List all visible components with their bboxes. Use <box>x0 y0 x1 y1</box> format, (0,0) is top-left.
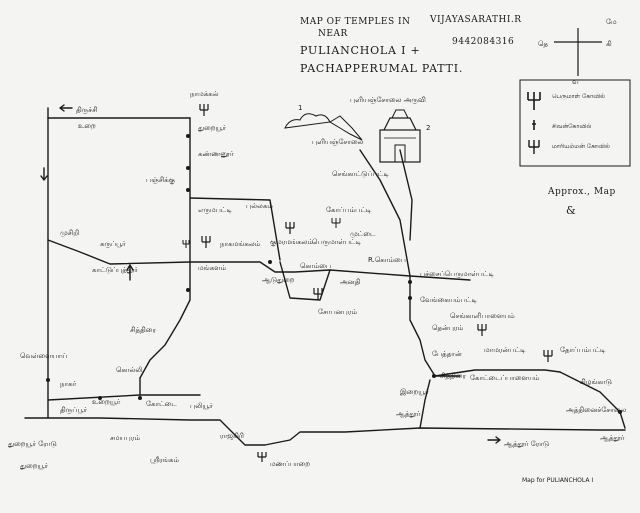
place-muthu: முசிறி <box>60 229 79 237</box>
place-thoppampatti: தோப்பம்பட்டி <box>560 346 606 354</box>
place-sobana: சோபனபுரம் <box>318 308 357 316</box>
title-line3: PULIANCHOLA I + <box>300 44 421 57</box>
legend-label-mariamman: மாரியம்மன் கோவில் <box>552 143 610 150</box>
place-thuraiyur2: துறையூர் <box>20 462 48 470</box>
place-namakkal: நாமக்கல் <box>190 90 219 98</box>
compass-west: தெ <box>538 40 548 48</box>
compass-east-label: கி <box>606 40 612 48</box>
road-east-far <box>559 371 626 429</box>
place-muttay: முட்டை <box>350 230 376 238</box>
road-to-pachaperumal <box>409 275 471 281</box>
place-kolli: கொல்லி <box>116 366 143 374</box>
compass-south-label: வ <box>572 78 579 86</box>
place-athur-road: ஆத்தூர் ரோடு <box>504 440 549 448</box>
road-bottom <box>24 417 626 446</box>
legend-label-sivan: சிவன்கோவில் <box>552 123 591 130</box>
place-kumaramangalam: குமரமங்கலம் <box>270 238 313 248</box>
place-thirappur: திருப்பூர் <box>60 406 87 414</box>
place-kottaippalayam: கோட்டைப்பாளையம் <box>470 374 540 382</box>
place-puliyur: புலியூர் <box>190 402 213 410</box>
place-rajagiri: ராஜகிரி <box>220 432 244 441</box>
road-arrow-left <box>40 167 48 181</box>
place-sithirai: சித்திரை <box>440 372 466 380</box>
place-athinaicorai: அத்தினைச்சோலை <box>566 406 626 414</box>
place-mangalam: மங்களம் <box>198 264 227 272</box>
place-nagamangalam: நாகமங்கலம் <box>220 240 261 248</box>
place-aaduthurai: ஆடுதுறை <box>262 276 295 284</box>
place-eraiyur: இறையூர் <box>400 388 429 396</box>
hill-rocks <box>329 115 363 141</box>
compass-rose <box>554 28 602 76</box>
place-puliyanch-road: புளியஞ்சோலை <box>312 138 364 146</box>
place-erumai: எருமபட்டி <box>198 206 232 214</box>
place-sithirai2: சித்திரை <box>130 326 156 334</box>
title-line4: PACHAPPERUMAL PATTI. <box>300 62 463 75</box>
road-central-vertical <box>139 117 191 379</box>
place-trichy-top: திருச்சி <box>76 106 98 114</box>
legend-note: Approx., Map <box>547 187 616 197</box>
road-arrow-up <box>126 264 134 281</box>
road-top-arrow <box>59 104 73 112</box>
road-to-hill <box>189 197 281 261</box>
place-kottai: கோட்டை <box>146 400 177 408</box>
place-manapparai: மணப்பாறை <box>270 460 310 468</box>
place-thenpuram: தென்புரம் <box>432 324 464 332</box>
compass-east: மே <box>606 18 617 26</box>
legend-sign: & <box>566 204 577 217</box>
place-vellaiyai: வெள்ளையாய் <box>20 352 67 360</box>
place-nagar: நாகர் <box>60 380 77 388</box>
road-hill-diagonal <box>359 149 411 277</box>
road-east-mid <box>189 261 411 277</box>
legend-box <box>519 79 631 167</box>
place-anadhi: அனதி <box>340 278 361 286</box>
place-koppampatti: கோப்பம்பட்டி <box>326 206 372 214</box>
place-athur: ஆத்தூர் <box>396 410 421 418</box>
title-line2: NEAR <box>318 29 348 39</box>
road-east-lower <box>419 379 431 429</box>
place-kombai: கொம்பை <box>300 262 331 270</box>
temple-gopuram-icon <box>379 109 421 163</box>
place-label-1: 1 <box>298 104 302 112</box>
place-puliyancholai-falls: புளியஞ்சோலை அருவி <box>350 96 426 104</box>
road-west-mid <box>47 239 191 265</box>
place-karuppur: கருப்பூர் <box>100 240 126 248</box>
place-kaattup: காட்டுப்புத்தூர் <box>92 266 138 274</box>
place-pullaga: புல்லகம் <box>246 202 273 210</box>
hill-drawing <box>284 113 331 129</box>
place-mamaranpatti: மாமரன்பட்டி <box>484 346 526 354</box>
place-samayapuram: சமயபுரம் <box>110 434 140 442</box>
road-kombai-loop <box>279 261 331 301</box>
author-phone: 9442084316 <box>452 37 514 47</box>
road-east-bottom <box>434 369 561 377</box>
place-srirangam: ஸ்ரீரங்கம் <box>150 456 179 464</box>
legend-label-perumal: பெருமாள் கோவில் <box>552 93 605 100</box>
place-r-gombai: R.கொம்பை <box>368 256 406 264</box>
road-left-lower <box>47 394 201 401</box>
author-name: VIJAYASARATHI.R <box>429 15 522 25</box>
footer-credit: Map for PULIANCHOLA I <box>522 477 593 484</box>
place-vengaiyaam: வேங்கையம்பட்டி <box>420 296 477 304</box>
place-athur-bottom: ஆத்தூர் <box>600 434 625 442</box>
place-pethan: பேத்தான் <box>432 350 462 358</box>
place-thuraiyur: துறையூர் <box>198 124 226 132</box>
road-arrow-right-bottom <box>487 436 501 444</box>
place-sengattupatti: செங்காட்டுப்பட்டி <box>332 170 389 178</box>
place-label-2: 2 <box>426 124 430 132</box>
place-uraiyur: உறையூர் <box>92 398 121 406</box>
place-kannanur: கண்ணனூர் <box>198 150 234 158</box>
place-panchi: பஞ்சிக்கு <box>146 176 175 186</box>
place-pachaperumal: பச்சைப்பெருமாள்பட்டி <box>420 270 494 278</box>
place-thuraiyur-road: துறையூர் ரோடு <box>8 440 57 448</box>
temple-symbols <box>46 92 622 462</box>
place-urai: உறை <box>78 122 96 130</box>
road-hill-diagonal2 <box>399 149 413 241</box>
place-kilangadu: கிழங்காடு <box>580 378 612 386</box>
place-perumalpatti: பெருமாள்பட்டி <box>312 238 362 246</box>
title-line1: MAP OF TEMPLES IN <box>300 17 410 27</box>
place-sengalipalayam: செங்காளிபாளையம் <box>450 312 515 320</box>
